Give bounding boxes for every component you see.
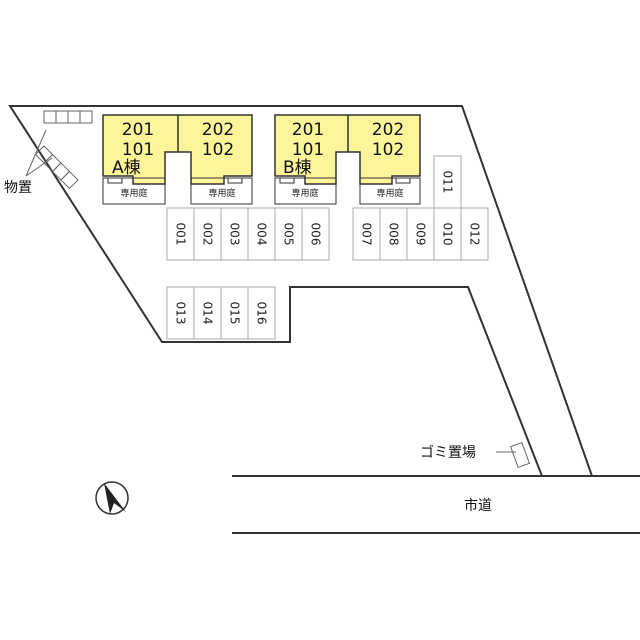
parking-slot-label: 004 bbox=[255, 223, 269, 246]
parking-slot-label: 016 bbox=[255, 302, 269, 325]
building-b-garden-right-label: 専用庭 bbox=[376, 187, 403, 199]
parking-slot-label: 001 bbox=[174, 223, 188, 246]
parking-slot-label: 002 bbox=[201, 223, 215, 246]
parking-slot-label: 013 bbox=[174, 302, 188, 325]
parking-slot-label: 015 bbox=[228, 302, 242, 325]
parking-slot-label: 012 bbox=[468, 223, 482, 246]
garbage-area bbox=[509, 441, 531, 469]
building-a: 201 101 A棟 202 102 専用庭 専用庭 bbox=[102, 114, 253, 205]
parking-slot-label: 005 bbox=[282, 223, 296, 246]
building-a-202: 202 bbox=[202, 120, 234, 140]
building-b-garden-left bbox=[274, 177, 337, 205]
building-b-garden-right bbox=[359, 177, 421, 205]
building-a-102: 102 bbox=[202, 140, 234, 160]
garbage-label: ゴミ置場 bbox=[420, 444, 476, 461]
parking-slots: 001 002 003 004 005 006 007 008 009 010 012 011 013 0… bbox=[166, 155, 489, 340]
parking-slot-011 bbox=[433, 155, 462, 209]
building-b: 201 101 B棟 202 102 専用庭 専用庭 bbox=[274, 114, 421, 205]
parking-slot-012 bbox=[460, 207, 489, 261]
parking-slot-016 bbox=[247, 286, 276, 340]
building-b-name: B棟 bbox=[283, 158, 312, 178]
building-b-201: 201 bbox=[292, 120, 324, 140]
building-b-101: 101 bbox=[292, 140, 324, 160]
parking-slot-006 bbox=[301, 207, 330, 261]
parking-slot-label: 007 bbox=[360, 223, 374, 246]
parking-slot-label: 006 bbox=[309, 223, 323, 246]
road-label: 市道 bbox=[464, 497, 492, 514]
building-a-201: 201 bbox=[122, 120, 154, 140]
parking-slot-label: 014 bbox=[201, 302, 215, 325]
building-a-garden-right-label: 専用庭 bbox=[208, 187, 235, 199]
building-a-name: A棟 bbox=[112, 158, 141, 178]
storage-leader-2 bbox=[25, 157, 53, 177]
north-arrow-icon bbox=[95, 481, 129, 515]
storage-label: 物置 bbox=[4, 180, 32, 196]
building-a-garden-left-label: 専用庭 bbox=[120, 187, 147, 199]
building-b-102: 102 bbox=[372, 140, 404, 160]
building-b-202: 202 bbox=[372, 120, 404, 140]
storage-leader bbox=[25, 129, 47, 177]
storage-sheds bbox=[34, 110, 93, 190]
parking-slot-label: 010 bbox=[441, 223, 455, 246]
parking-slot-label: 008 bbox=[387, 223, 401, 246]
parking-slot-label: 011 bbox=[441, 171, 455, 194]
parking-slot-label: 009 bbox=[414, 223, 428, 246]
building-a-101: 101 bbox=[122, 140, 154, 160]
building-b-garden-left-label: 専用庭 bbox=[291, 187, 318, 199]
building-a-garden-left bbox=[102, 177, 166, 205]
property-boundary bbox=[8, 105, 594, 477]
building-a-garden-right bbox=[190, 177, 253, 205]
parking-slot-label: 003 bbox=[228, 223, 242, 246]
